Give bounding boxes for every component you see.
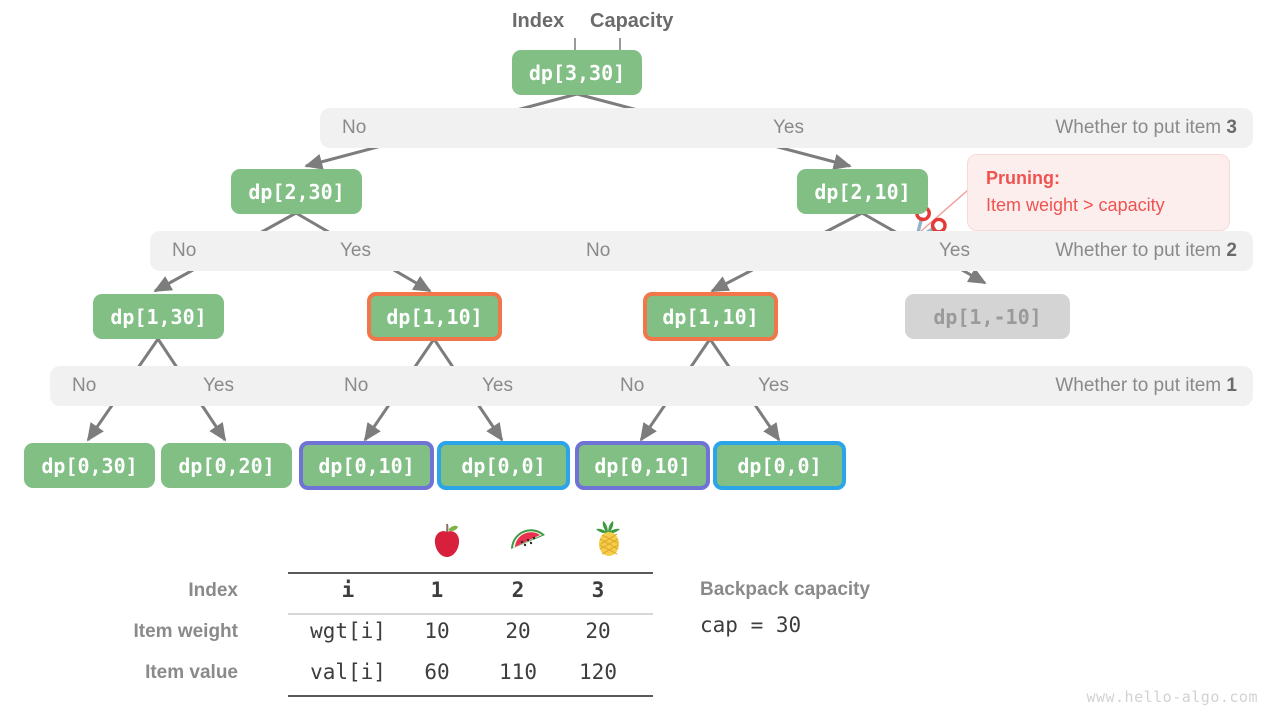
- band1-choice-yes-2: Yes: [482, 375, 513, 396]
- tree-leaf-dp-0-20[interactable]: dp[0,20]: [161, 443, 292, 488]
- table-weight-2: 20: [505, 619, 531, 643]
- pruning-title: Pruning:: [986, 165, 1213, 192]
- table-row-label-index: Index: [188, 580, 238, 601]
- band1-title-item: 1: [1226, 375, 1237, 396]
- band1-choice-yes-3: Yes: [758, 375, 789, 396]
- backpack-capacity-value: cap = 30: [700, 613, 802, 637]
- table-weight-1: 10: [424, 619, 450, 643]
- band3-choice-no: No: [342, 117, 367, 138]
- band1-title-prefix: Whether to put item: [1055, 375, 1227, 396]
- table-key-val: val[i]: [310, 660, 386, 684]
- band1-title: Whether to put item 1: [1055, 375, 1237, 397]
- table-rule-mid: [288, 613, 653, 615]
- annotation-capacity: Capacity: [590, 10, 674, 32]
- table-key-wgt: wgt[i]: [310, 619, 386, 643]
- table-value-2: 110: [499, 660, 537, 684]
- decision-band-item2-extra-labels: Yes No: [150, 231, 1253, 271]
- band1-choice-no-2: No: [344, 375, 369, 396]
- table-value-3: 120: [579, 660, 617, 684]
- decision-band-item3: No Yes Whether to put item 3: [320, 108, 1253, 148]
- band3-title-prefix: Whether to put item: [1055, 117, 1227, 138]
- tree-leaf-dp-0-0-left[interactable]: dp[0,0]: [437, 441, 570, 490]
- table-weight-3: 20: [585, 619, 611, 643]
- backpack-capacity-label: Backpack capacity: [700, 579, 871, 600]
- apple-icon: [434, 523, 460, 557]
- table-col-header-1: 1: [430, 578, 444, 602]
- tree-leaf-dp-0-0-right[interactable]: dp[0,0]: [713, 441, 846, 490]
- band2-title-prefix: Whether to put item: [1055, 240, 1227, 261]
- band2-left-yes: Yes: [340, 240, 371, 261]
- table-key-i: i: [341, 578, 355, 602]
- table-rule-top: [288, 572, 653, 574]
- pineapple-icon: [596, 521, 620, 556]
- band2-choice-no: No: [172, 240, 197, 261]
- table-row-label-item-weight: Item weight: [133, 621, 238, 642]
- tree-node-dp-1-30[interactable]: dp[1,30]: [93, 294, 224, 339]
- table-col-header-2: 2: [511, 578, 525, 602]
- tree-leaf-dp-0-10-left[interactable]: dp[0,10]: [299, 441, 434, 490]
- tree-node-dp-1-10-right[interactable]: dp[1,10]: [643, 292, 778, 341]
- tree-node-dp-1-10-left[interactable]: dp[1,10]: [367, 292, 502, 341]
- pruning-title-text: Pruning: [986, 168, 1054, 188]
- watermark: www.hello-algo.com: [1086, 688, 1258, 706]
- tree-node-dp-3-30[interactable]: dp[3,30]: [512, 50, 642, 95]
- band1-choice-no-3: No: [620, 375, 645, 396]
- band2-right-no: No: [586, 240, 611, 261]
- table-value-1: 60: [424, 660, 450, 684]
- tree-node-dp-1-neg10[interactable]: dp[1,-10]: [905, 294, 1070, 339]
- band1-choice-no-1: No: [72, 375, 97, 396]
- table-rule-bottom: [288, 695, 653, 697]
- band1-choice-yes-1: Yes: [203, 375, 234, 396]
- pruning-reason: Item weight > capacity: [986, 195, 1165, 215]
- pruning-callout: Pruning: Item weight > capacity: [967, 154, 1230, 231]
- tree-leaf-dp-0-30[interactable]: dp[0,30]: [24, 443, 155, 488]
- band2-choice-yes: Yes: [939, 240, 970, 261]
- band2-title-item: 2: [1226, 240, 1237, 261]
- band3-title-item: 3: [1226, 117, 1237, 138]
- table-col-header-3: 3: [591, 578, 605, 602]
- watermelon-icon: [511, 529, 545, 549]
- tree-node-dp-2-10[interactable]: dp[2,10]: [797, 169, 928, 214]
- decision-band-item1: No Yes No Yes No Yes Whether to put item…: [50, 366, 1253, 406]
- band2-title: Whether to put item 2: [1055, 240, 1237, 262]
- tree-leaf-dp-0-10-right[interactable]: dp[0,10]: [575, 441, 710, 490]
- pruning-colon: :: [1054, 168, 1060, 188]
- tree-node-dp-2-30[interactable]: dp[2,30]: [231, 169, 362, 214]
- table-row-label-item-value: Item value: [145, 662, 238, 683]
- annotation-index: Index: [512, 10, 565, 32]
- decision-band-item2: No Yes Whether to put item 2: [150, 231, 1253, 271]
- band3-choice-yes: Yes: [773, 117, 804, 138]
- band3-title: Whether to put item 3: [1055, 117, 1237, 139]
